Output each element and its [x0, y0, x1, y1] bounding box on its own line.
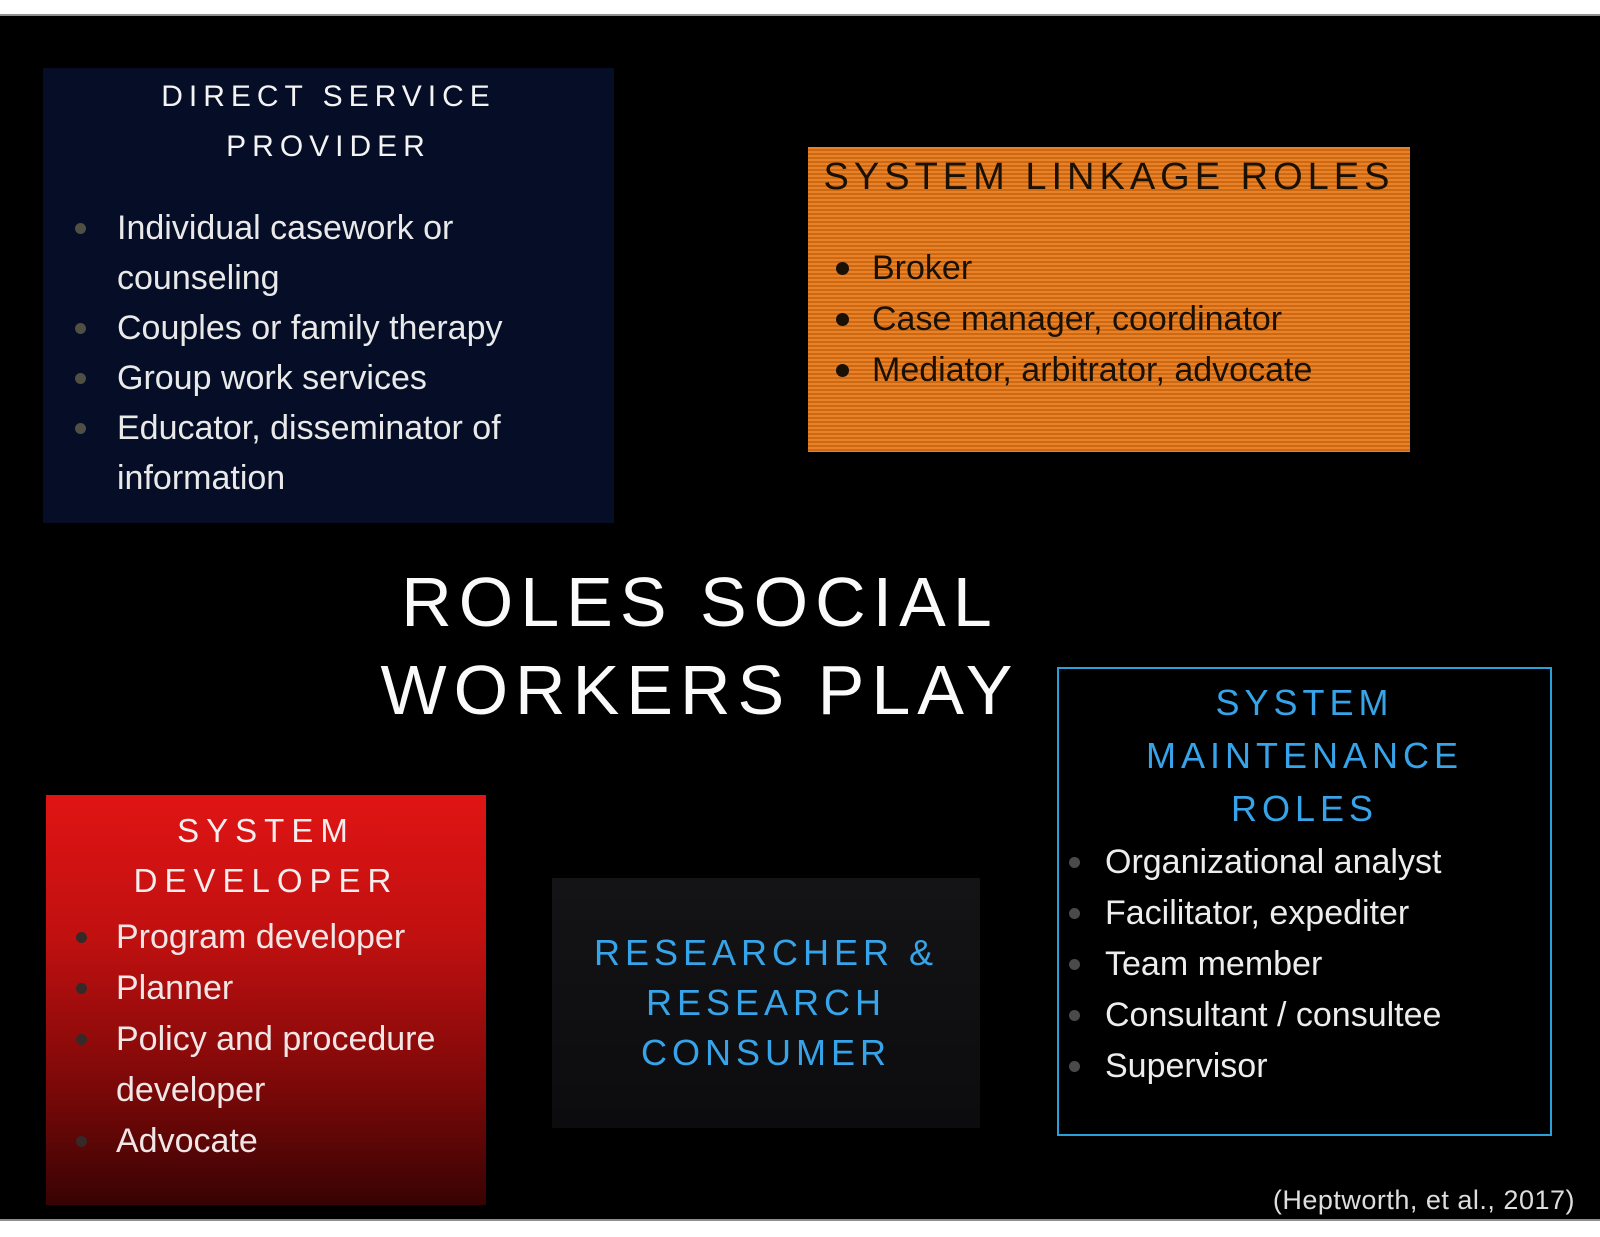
title-line: CONSUMER: [640, 1032, 891, 1073]
title-line: SYSTEM: [1215, 682, 1394, 723]
direct-service-provider-box: DIRECT SERVICE PROVIDER Individual casew…: [43, 68, 614, 523]
bullet-item: Couples or family therapy: [75, 303, 594, 353]
bullet-item: Educator, disseminator of information: [75, 403, 594, 503]
bullet-item: Program developer: [76, 912, 476, 963]
bullet-item: Supervisor: [1069, 1041, 1540, 1092]
direct-service-provider-title: DIRECT SERVICE PROVIDER: [43, 68, 614, 172]
slide-title-line-2: WORKERS PLAY: [380, 651, 1020, 729]
system-maintenance-roles-box: SYSTEM MAINTENANCE ROLES Organizational …: [1057, 667, 1552, 1136]
system-developer-title: SYSTEM DEVELOPER: [46, 795, 486, 906]
title-line: SYSTEM: [177, 812, 355, 849]
researcher-research-consumer-title: RESEARCHER & RESEARCH CONSUMER: [552, 878, 980, 1078]
title-line: DIRECT SERVICE: [161, 80, 496, 113]
title-line: PROVIDER: [226, 130, 431, 163]
title-line: MAINTENANCE: [1145, 735, 1464, 776]
researcher-research-consumer-box: RESEARCHER & RESEARCH CONSUMER: [552, 878, 980, 1128]
bullet-item: Group work services: [75, 353, 594, 403]
slide: DIRECT SERVICE PROVIDER Individual casew…: [0, 16, 1600, 1219]
bullet-item: Policy and procedure developer: [76, 1014, 476, 1116]
title-line: DEVELOPER: [133, 862, 399, 899]
bullet-item: Broker: [836, 243, 1396, 294]
title-line: ROLES: [1230, 788, 1379, 829]
bullet-item: Mediator, arbitrator, advocate: [836, 345, 1396, 396]
bullet-item: Case manager, coordinator: [836, 294, 1396, 345]
title-line: RESEARCH: [645, 982, 887, 1023]
bullet-item: Team member: [1069, 939, 1540, 990]
bullet-item: Consultant / consultee: [1069, 990, 1540, 1041]
citation: (Heptworth, et al., 2017): [1272, 1185, 1575, 1215]
page-margin-top: [0, 0, 1600, 16]
slide-title-line-1: ROLES SOCIAL: [401, 563, 999, 641]
bullet-item: Individual casework or counseling: [75, 203, 594, 303]
system-maintenance-roles-title: SYSTEM MAINTENANCE ROLES: [1059, 669, 1550, 835]
system-linkage-roles-title: SYSTEM LINKAGE ROLES: [823, 156, 1395, 198]
page-margin-bottom: [0, 1219, 1600, 1237]
slide-title: ROLES SOCIAL WORKERS PLAY: [250, 558, 1150, 734]
bullet-item: Planner: [76, 963, 476, 1014]
bullet-item: Facilitator, expediter: [1069, 888, 1540, 939]
title-line: RESEARCHER &: [593, 932, 939, 973]
bullet-item: Advocate: [76, 1116, 476, 1167]
bullet-item: Organizational analyst: [1069, 837, 1540, 888]
